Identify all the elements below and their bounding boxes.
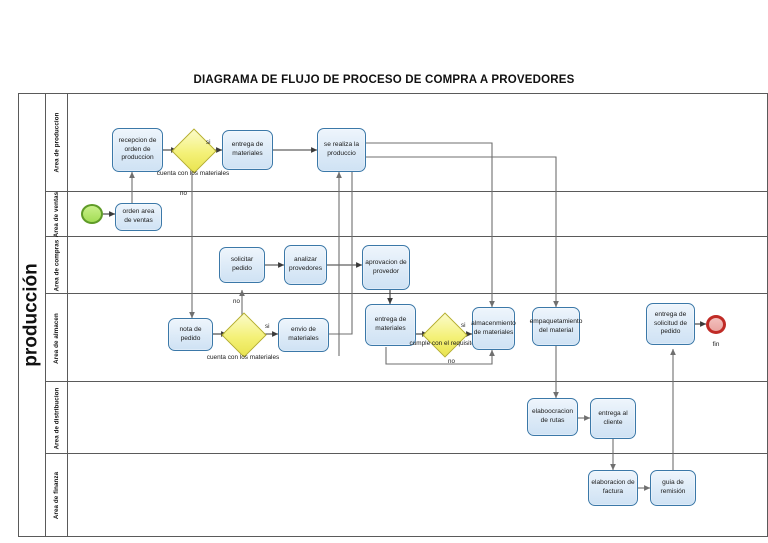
task-entrega-solicitud-pedido[interactable]: entrega de solicitud de pedido — [646, 303, 695, 345]
task-elaboracion-factura[interactable]: elaboracion de factura — [588, 470, 638, 506]
task-label: nota de pedido — [179, 325, 202, 342]
diagram-title: DIAGRAMA DE FLUJO DE PROCESO DE COMPRA A… — [193, 74, 575, 86]
task-entrega-materiales-almacen[interactable]: entrega de materiales — [365, 304, 416, 346]
lane-produccion — [46, 93, 768, 192]
lane-distribucion — [46, 382, 768, 454]
task-entrega-materiales-produccion[interactable]: entrega de materiales — [222, 130, 273, 170]
gateway-label-cuenta-materiales-almacen: cuenta con los materiales — [206, 354, 280, 361]
lane-label-produccion: Area de produccion — [46, 93, 68, 192]
task-label: envio de materiales — [288, 326, 319, 342]
task-label: guia de remisión — [660, 479, 686, 495]
task-label: recepcion de orden de produccion — [118, 136, 157, 162]
task-label: elaboocracion de rutas — [531, 408, 574, 424]
lane-label-ventas: Area de ventas — [46, 192, 68, 237]
gateway-label-cumple-requisito: cumple con el requisito? — [409, 340, 479, 347]
task-envio-materiales[interactable]: envio de materiales — [278, 318, 329, 352]
task-label: entrega de materiales — [231, 141, 264, 157]
gateway-label-cuenta-materiales-produccion: cuenta con los materiales — [156, 170, 230, 177]
task-recepcion-orden[interactable]: recepcion de orden de produccion — [112, 128, 163, 172]
task-label: empaquetamiento del material — [529, 317, 583, 334]
task-label: almacenmiento de materiales — [471, 319, 516, 336]
task-label: entrega de materiales — [374, 316, 407, 332]
lane-almacen — [46, 294, 768, 382]
task-label: entrega al cliente — [598, 409, 628, 426]
task-guia-remision[interactable]: guia de remisión — [650, 470, 696, 506]
task-solicitar-pedido[interactable]: solicitar pedido — [219, 247, 265, 283]
edge-label-si-almacen: si — [265, 323, 270, 330]
task-analizar-provedores[interactable]: analizar provedores — [284, 245, 327, 285]
end-event[interactable] — [706, 315, 726, 334]
task-empaquetamiento-material[interactable]: empaquetamiento del material — [529, 307, 583, 346]
edge-label-si-requisito: si — [461, 322, 466, 329]
task-label: entrega de solicitud de pedido — [654, 310, 687, 336]
task-label: elaboracion de factura — [591, 479, 635, 495]
task-label: aprovacion de provedor — [365, 258, 407, 275]
edge-label-no-requisito: no — [448, 358, 455, 365]
task-label: orden area de ventas — [122, 208, 155, 224]
pool-title: producción — [18, 93, 46, 537]
task-orden-area-ventas[interactable]: orden area de ventas — [115, 203, 162, 231]
lane-label-almacen: Area de almacen — [46, 294, 68, 382]
lane-label-distribucion: Area de distribucion — [46, 382, 68, 454]
edge-label-no-produccion: no — [180, 190, 187, 197]
edge-label-si-produccion: si — [206, 139, 211, 146]
task-se-realiza-produccion[interactable]: se realiza la produccio — [317, 128, 366, 172]
lane-label-finanza: Area de finanza — [46, 454, 68, 537]
lane-label-compras: Area de compras — [46, 237, 68, 294]
lane-ventas — [46, 192, 768, 237]
end-event-label: fin — [712, 341, 720, 348]
task-label: solicitar pedido — [230, 256, 254, 272]
task-entrega-cliente[interactable]: entrega al cliente — [590, 398, 636, 439]
task-label: analizar provedores — [289, 256, 322, 272]
task-label: se realiza la produccio — [323, 141, 360, 157]
start-event[interactable] — [81, 204, 103, 224]
task-nota-pedido[interactable]: nota de pedido — [168, 318, 213, 351]
task-almacenamiento-materiales[interactable]: almacenmiento de materiales — [471, 307, 516, 350]
lane-compras — [46, 237, 768, 294]
task-elaboracion-rutas[interactable]: elaboocracion de rutas — [527, 398, 578, 436]
edge-label-no-almacen: no — [233, 298, 240, 305]
task-aprovacion-provedor[interactable]: aprovacion de provedor — [362, 245, 410, 290]
